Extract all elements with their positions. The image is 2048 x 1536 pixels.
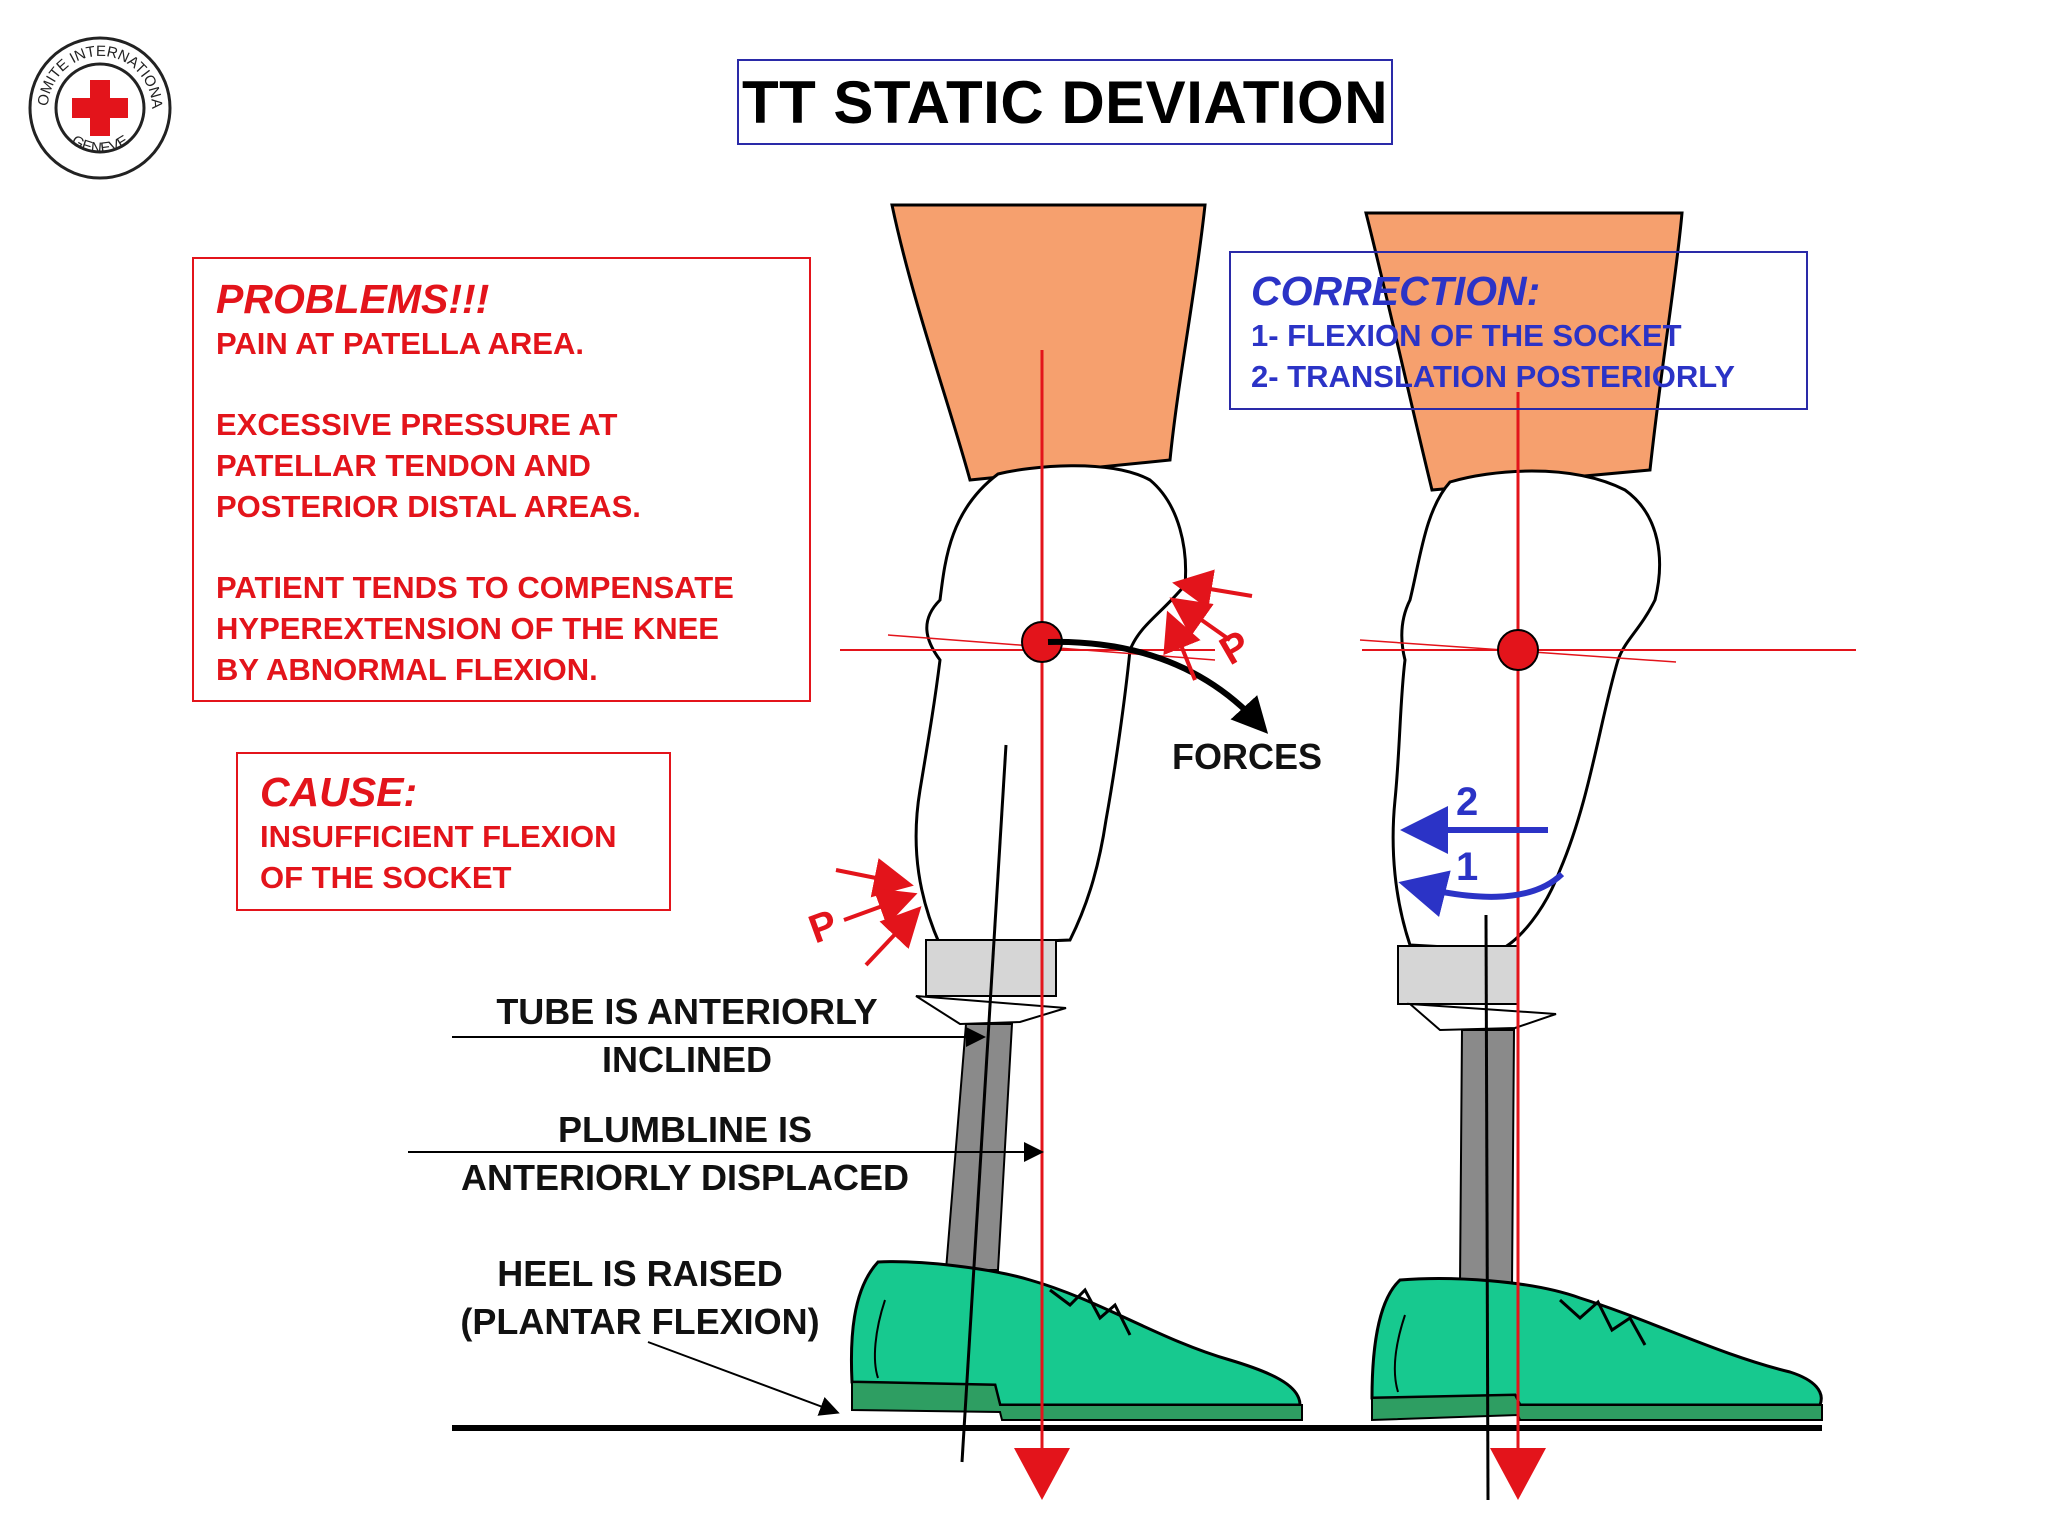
right-knee-centre [1497,629,1539,671]
plumbline-label-line: ANTERIORLY DISPLACED [460,1157,910,1198]
forces-label: FORCES [1172,736,1323,777]
problems-line: EXCESSIVE PRESSURE AT [216,407,618,442]
problems-line: PAIN AT PATELLA AREA. [216,326,584,361]
red-cross-icon [72,80,128,136]
cause-line: OF THE SOCKET [260,860,512,895]
plumbline-label: PLUMBLINE IS ANTERIORLY DISPLACED [420,1106,950,1202]
problems-line: PATIENT TENDS TO COMPENSATE [216,570,734,605]
right-thigh [1364,211,1684,492]
correction-line: 1- FLEXION OF THE SOCKET [1251,318,1682,353]
left-shoe [849,1260,1302,1407]
page-title: TT STATIC DEVIATION [737,59,1393,145]
tube-label-line: INCLINED [602,1039,772,1080]
cause-line: INSUFFICIENT FLEXION [260,819,617,854]
tube-label: TUBE IS ANTERIORLY INCLINED [452,988,922,1084]
forces-arrow [1047,638,1269,734]
correction-line: 2- TRANSLATION POSTERIORLY [1251,359,1735,394]
problems-line: PATELLAR TENDON AND [216,448,591,483]
problems-line: HYPEREXTENSION OF THE KNEE [216,611,719,646]
problems-box: PROBLEMS!!! PAIN AT PATELLA AREA. EXCESS… [192,257,811,702]
cause-heading: CAUSE: [260,769,418,815]
left-socket [914,464,1188,947]
problems-line: POSTERIOR DISTAL AREAS. [216,489,641,524]
left-thigh [890,203,1207,482]
left-leg-figure [835,203,1303,1500]
right-adapter [1397,945,1519,1005]
problems-line: BY ABNORMAL FLEXION. [216,652,598,687]
correction-box: CORRECTION: 1- FLEXION OF THE SOCKET 2- … [1229,251,1808,410]
left-pylon [944,1023,1014,1271]
flexion-arrow [1398,870,1565,918]
heel-label-line: (PLANTAR FLEXION) [460,1301,820,1342]
step-2-label: 2 [1456,780,1479,824]
cause-box: CAUSE: INSUFFICIENT FLEXION OF THE SOCKE… [236,752,671,911]
problems-heading: PROBLEMS!!! [216,276,490,322]
heel-label: HEEL IS RAISED (PLANTAR FLEXION) [420,1250,860,1346]
right-socket [1391,469,1661,952]
right-shoe [1370,1277,1823,1407]
plumbline-label-line: PLUMBLINE IS [557,1109,812,1150]
icrc-emblem: COMITE INTERNATIONAL GENEVE [26,34,174,182]
heel-label-line: HEEL IS RAISED [497,1253,783,1294]
correction-heading: CORRECTION: [1251,268,1541,314]
step-1-label: 1 [1456,845,1479,889]
right-leg-figure [1359,211,1856,1501]
tube-label-line: TUBE IS ANTERIORLY [496,991,878,1032]
